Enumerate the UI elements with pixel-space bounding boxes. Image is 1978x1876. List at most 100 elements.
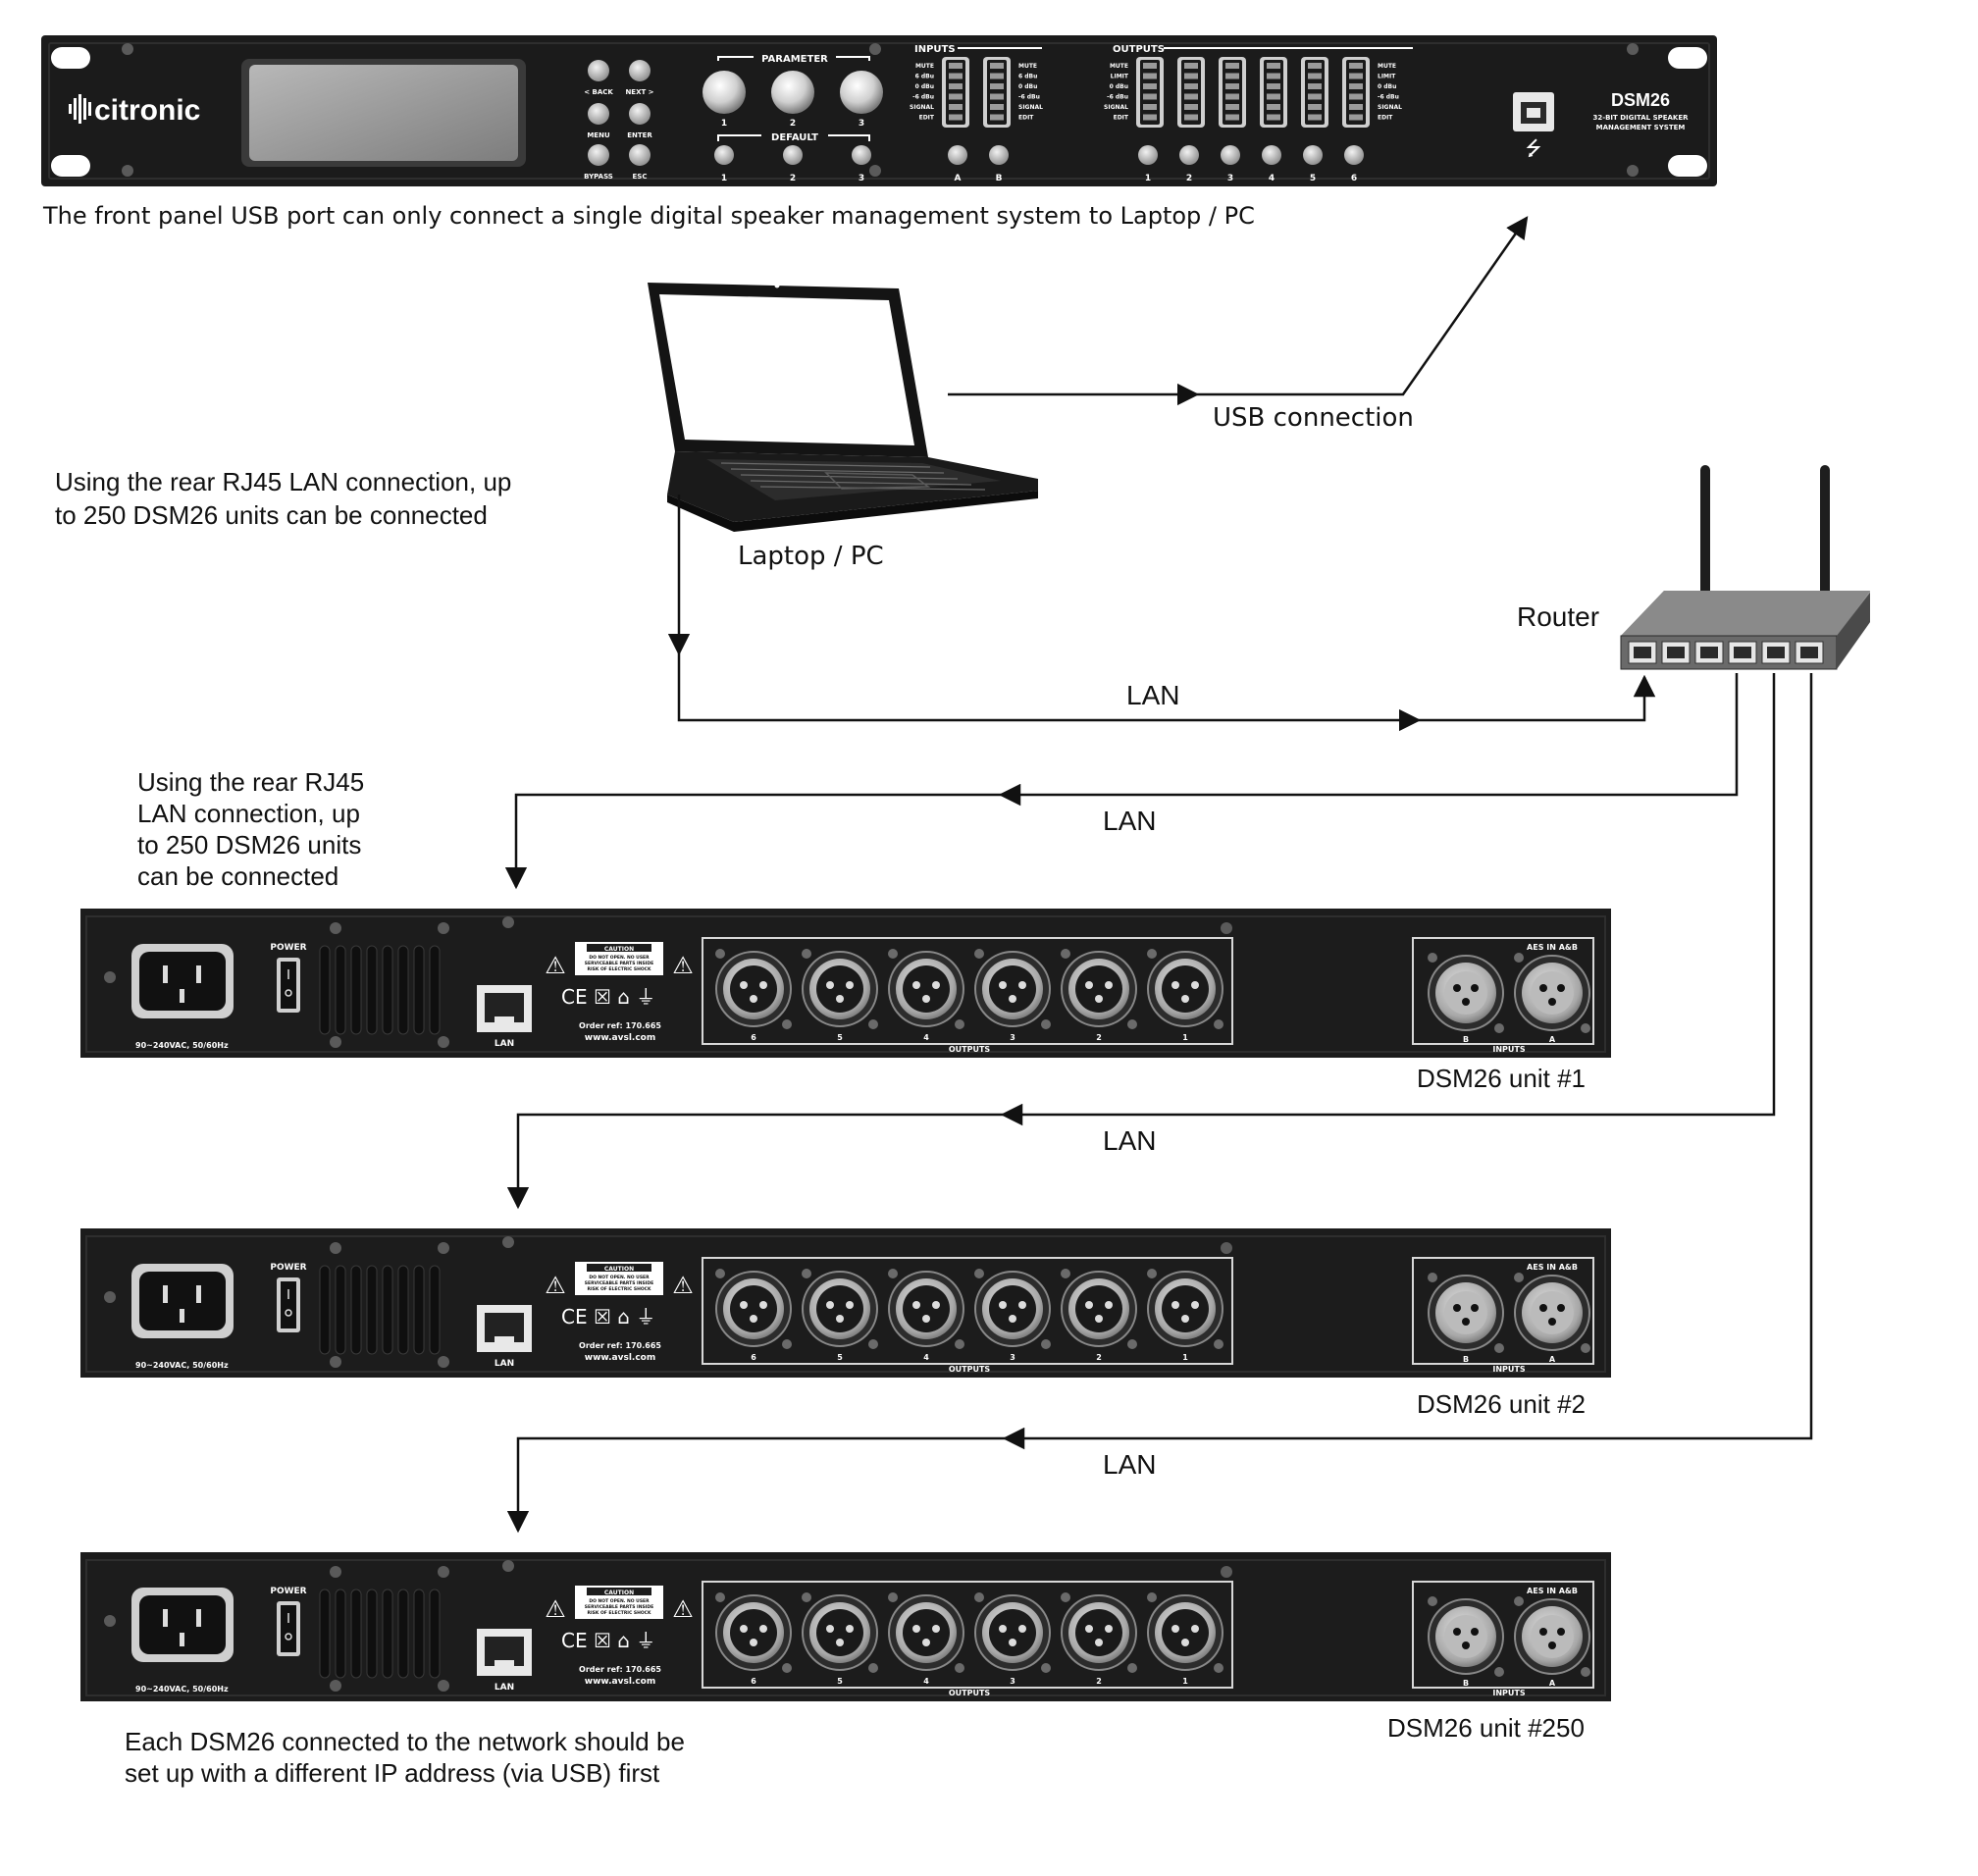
usb-note: The front panel USB port can only connec… — [42, 202, 1255, 230]
output-button-6[interactable] — [1344, 145, 1364, 165]
warning-icon: ⚠ — [545, 1595, 566, 1623]
xlr-output-connector[interactable] — [802, 1269, 878, 1349]
output-button-1[interactable] — [1138, 145, 1158, 165]
xlr-output-connector[interactable] — [888, 1269, 964, 1349]
bypass-label: BYPASS — [584, 173, 613, 181]
parameter-label: PARAMETER — [761, 54, 828, 65]
caution-label: CAUTION — [604, 1266, 634, 1273]
router-port[interactable] — [1661, 641, 1691, 664]
website: www.avsl.com — [585, 1353, 655, 1363]
router-port[interactable] — [1728, 641, 1757, 664]
model-subtitle-2: MANAGEMENT SYSTEM — [1596, 124, 1686, 131]
esc-button[interactable] — [629, 144, 651, 166]
caution-text: SERVICEABLE PARTS INSIDE — [585, 1280, 653, 1286]
default-button-2[interactable] — [783, 145, 803, 165]
default-label: DEFAULT — [771, 132, 818, 143]
xlr-output-connector[interactable] — [715, 1269, 792, 1349]
screw — [330, 1566, 341, 1578]
screw — [104, 1615, 116, 1627]
xlr-input-connector[interactable] — [1428, 1273, 1504, 1353]
xlr-input-connector[interactable] — [1428, 1596, 1504, 1677]
xlr-output-connector[interactable] — [974, 949, 1051, 1029]
order-ref: Order ref: 170.665 — [579, 1665, 661, 1674]
lan-label: LAN — [1103, 1125, 1156, 1156]
default-button-3[interactable] — [852, 145, 871, 165]
screw — [1221, 922, 1232, 934]
xlr-output-connector[interactable] — [715, 1592, 792, 1673]
usb-icon: ⭍ — [1526, 136, 1542, 160]
inputs-section — [1412, 1581, 1594, 1689]
router-port[interactable] — [1628, 641, 1657, 664]
screw — [438, 1242, 449, 1254]
output-button-5[interactable] — [1303, 145, 1323, 165]
output-number: 2 — [1096, 1353, 1102, 1362]
xlr-input-connector[interactable] — [1514, 1273, 1590, 1353]
router-illustration — [1620, 465, 1870, 670]
xlr-output-connector[interactable] — [974, 1592, 1051, 1673]
usb-port[interactable] — [1513, 92, 1554, 131]
meter-label: -6 dBu — [912, 94, 934, 101]
xlr-input-connector[interactable] — [1428, 953, 1504, 1033]
output-number: 5 — [837, 1353, 843, 1362]
default-number: 1 — [721, 174, 727, 183]
knob-number: 3 — [859, 119, 864, 129]
xlr-output-connector[interactable] — [1147, 1592, 1223, 1673]
router-port[interactable] — [1795, 641, 1824, 664]
xlr-output-connector[interactable] — [1061, 1269, 1137, 1349]
output-button-4[interactable] — [1262, 145, 1281, 165]
inputs-label: INPUTS — [1492, 1365, 1525, 1374]
output-number: 5 — [837, 1677, 843, 1686]
menu-button[interactable] — [588, 103, 609, 125]
vent-grille — [319, 1265, 441, 1355]
parameter-knob-2[interactable] — [771, 71, 814, 114]
outputs-section — [702, 1257, 1233, 1365]
xlr-output-connector[interactable] — [1147, 949, 1223, 1029]
output-channel-label: 2 — [1186, 174, 1192, 183]
website: www.avsl.com — [585, 1033, 655, 1043]
default-button-1[interactable] — [714, 145, 734, 165]
xlr-output-connector[interactable] — [802, 1592, 878, 1673]
router-port[interactable] — [1694, 641, 1724, 664]
xlr-output-connector[interactable] — [888, 949, 964, 1029]
xlr-output-connector[interactable] — [802, 949, 878, 1029]
input-a-button[interactable] — [948, 145, 967, 165]
inputs-section — [1412, 937, 1594, 1045]
output-number: 1 — [1182, 1353, 1188, 1362]
power-label: POWER — [270, 943, 306, 953]
caution-text: RISK OF ELECTRIC SHOCK — [588, 1286, 651, 1292]
ip-note-line-2: set up with a different IP address (via … — [125, 1758, 660, 1788]
output-button-3[interactable] — [1221, 145, 1240, 165]
enter-button[interactable] — [629, 103, 651, 125]
xlr-output-connector[interactable] — [974, 1269, 1051, 1349]
xlr-input-connector[interactable] — [1514, 1596, 1590, 1677]
xlr-input-connector[interactable] — [1514, 953, 1590, 1033]
parameter-knob-1[interactable] — [703, 71, 746, 114]
output-meter — [1177, 57, 1205, 128]
router-port[interactable] — [1761, 641, 1791, 664]
caution-text: DO NOT OPEN. NO USER — [589, 1275, 650, 1280]
voltage-label: 90~240VAC, 50/60Hz — [135, 1041, 229, 1050]
caution-label: CAUTION — [604, 1589, 634, 1596]
caution-text: RISK OF ELECTRIC SHOCK — [588, 966, 651, 972]
output-number: 2 — [1096, 1033, 1102, 1042]
input-b-button[interactable] — [989, 145, 1009, 165]
xlr-output-connector[interactable] — [1061, 949, 1137, 1029]
router-to-unit-250-line — [506, 673, 1813, 1534]
aes-label: AES IN A&B — [1527, 943, 1578, 952]
parameter-knob-3[interactable] — [840, 71, 883, 114]
screw — [502, 916, 514, 928]
xlr-output-connector[interactable] — [888, 1592, 964, 1673]
output-button-2[interactable] — [1179, 145, 1199, 165]
next-button[interactable] — [629, 60, 651, 81]
model-name: DSM26 — [1611, 90, 1670, 110]
bypass-button[interactable] — [588, 144, 609, 166]
caution-text: SERVICEABLE PARTS INSIDE — [585, 1604, 653, 1610]
back-button[interactable] — [588, 60, 609, 81]
default-number: 2 — [790, 174, 796, 183]
outputs-section — [702, 937, 1233, 1045]
xlr-output-connector[interactable] — [1147, 1269, 1223, 1349]
xlr-output-connector[interactable] — [1061, 1592, 1137, 1673]
vent-grille — [319, 1589, 441, 1679]
xlr-output-connector[interactable] — [715, 949, 792, 1029]
meter-label: 0 dBu — [1110, 83, 1128, 90]
